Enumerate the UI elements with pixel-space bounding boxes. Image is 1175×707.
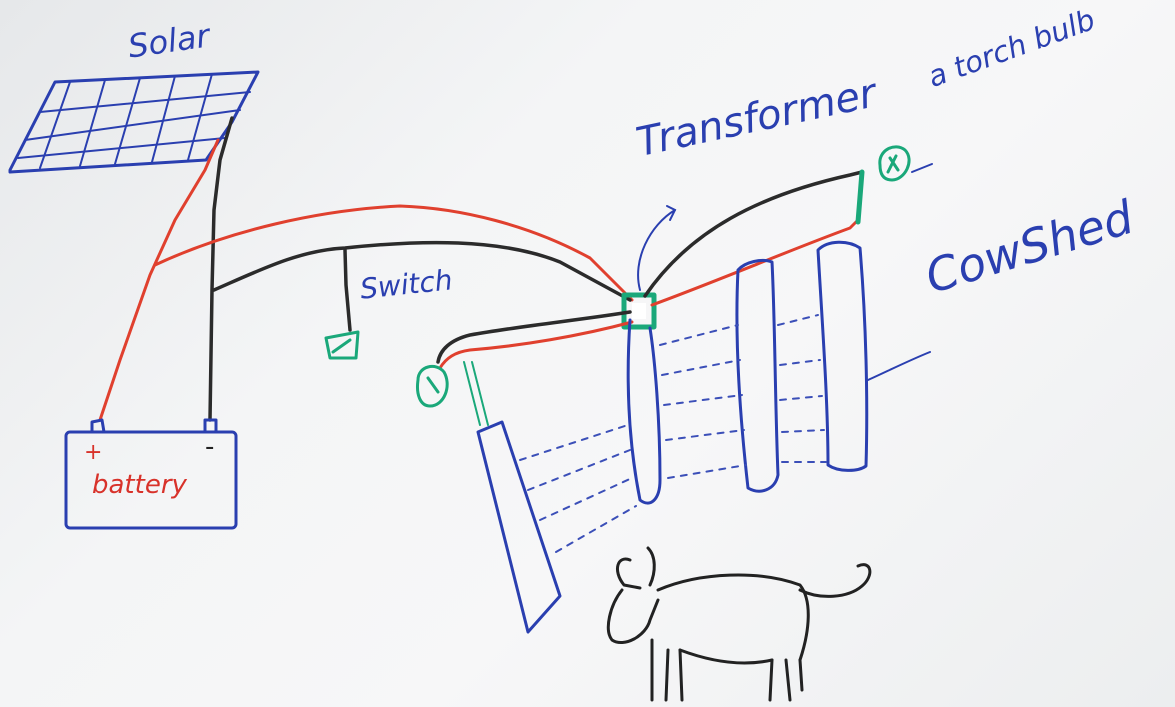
- red-wire-main: [153, 204, 634, 302]
- black-wire-fence: [436, 310, 632, 364]
- red-wire-bulb: [650, 218, 860, 307]
- battery-plus-label: +: [84, 440, 103, 465]
- black-wire-bulb: [643, 170, 864, 298]
- battery-minus-label: -: [205, 432, 215, 462]
- torch-bulb: [878, 145, 911, 182]
- solar-battery-wires: [98, 116, 234, 422]
- cow-drawing: [606, 546, 872, 702]
- black-wire-main: [212, 240, 632, 302]
- transformer-box: [621, 205, 677, 330]
- red-wire-fence: [438, 320, 634, 370]
- bulb-pointer: [911, 163, 933, 173]
- battery-label: battery: [92, 470, 187, 500]
- switch: [324, 248, 360, 360]
- fence-connector: [416, 361, 489, 426]
- bulb-stem: [855, 169, 865, 225]
- battery: [64, 418, 238, 530]
- cow-shed: [476, 240, 931, 634]
